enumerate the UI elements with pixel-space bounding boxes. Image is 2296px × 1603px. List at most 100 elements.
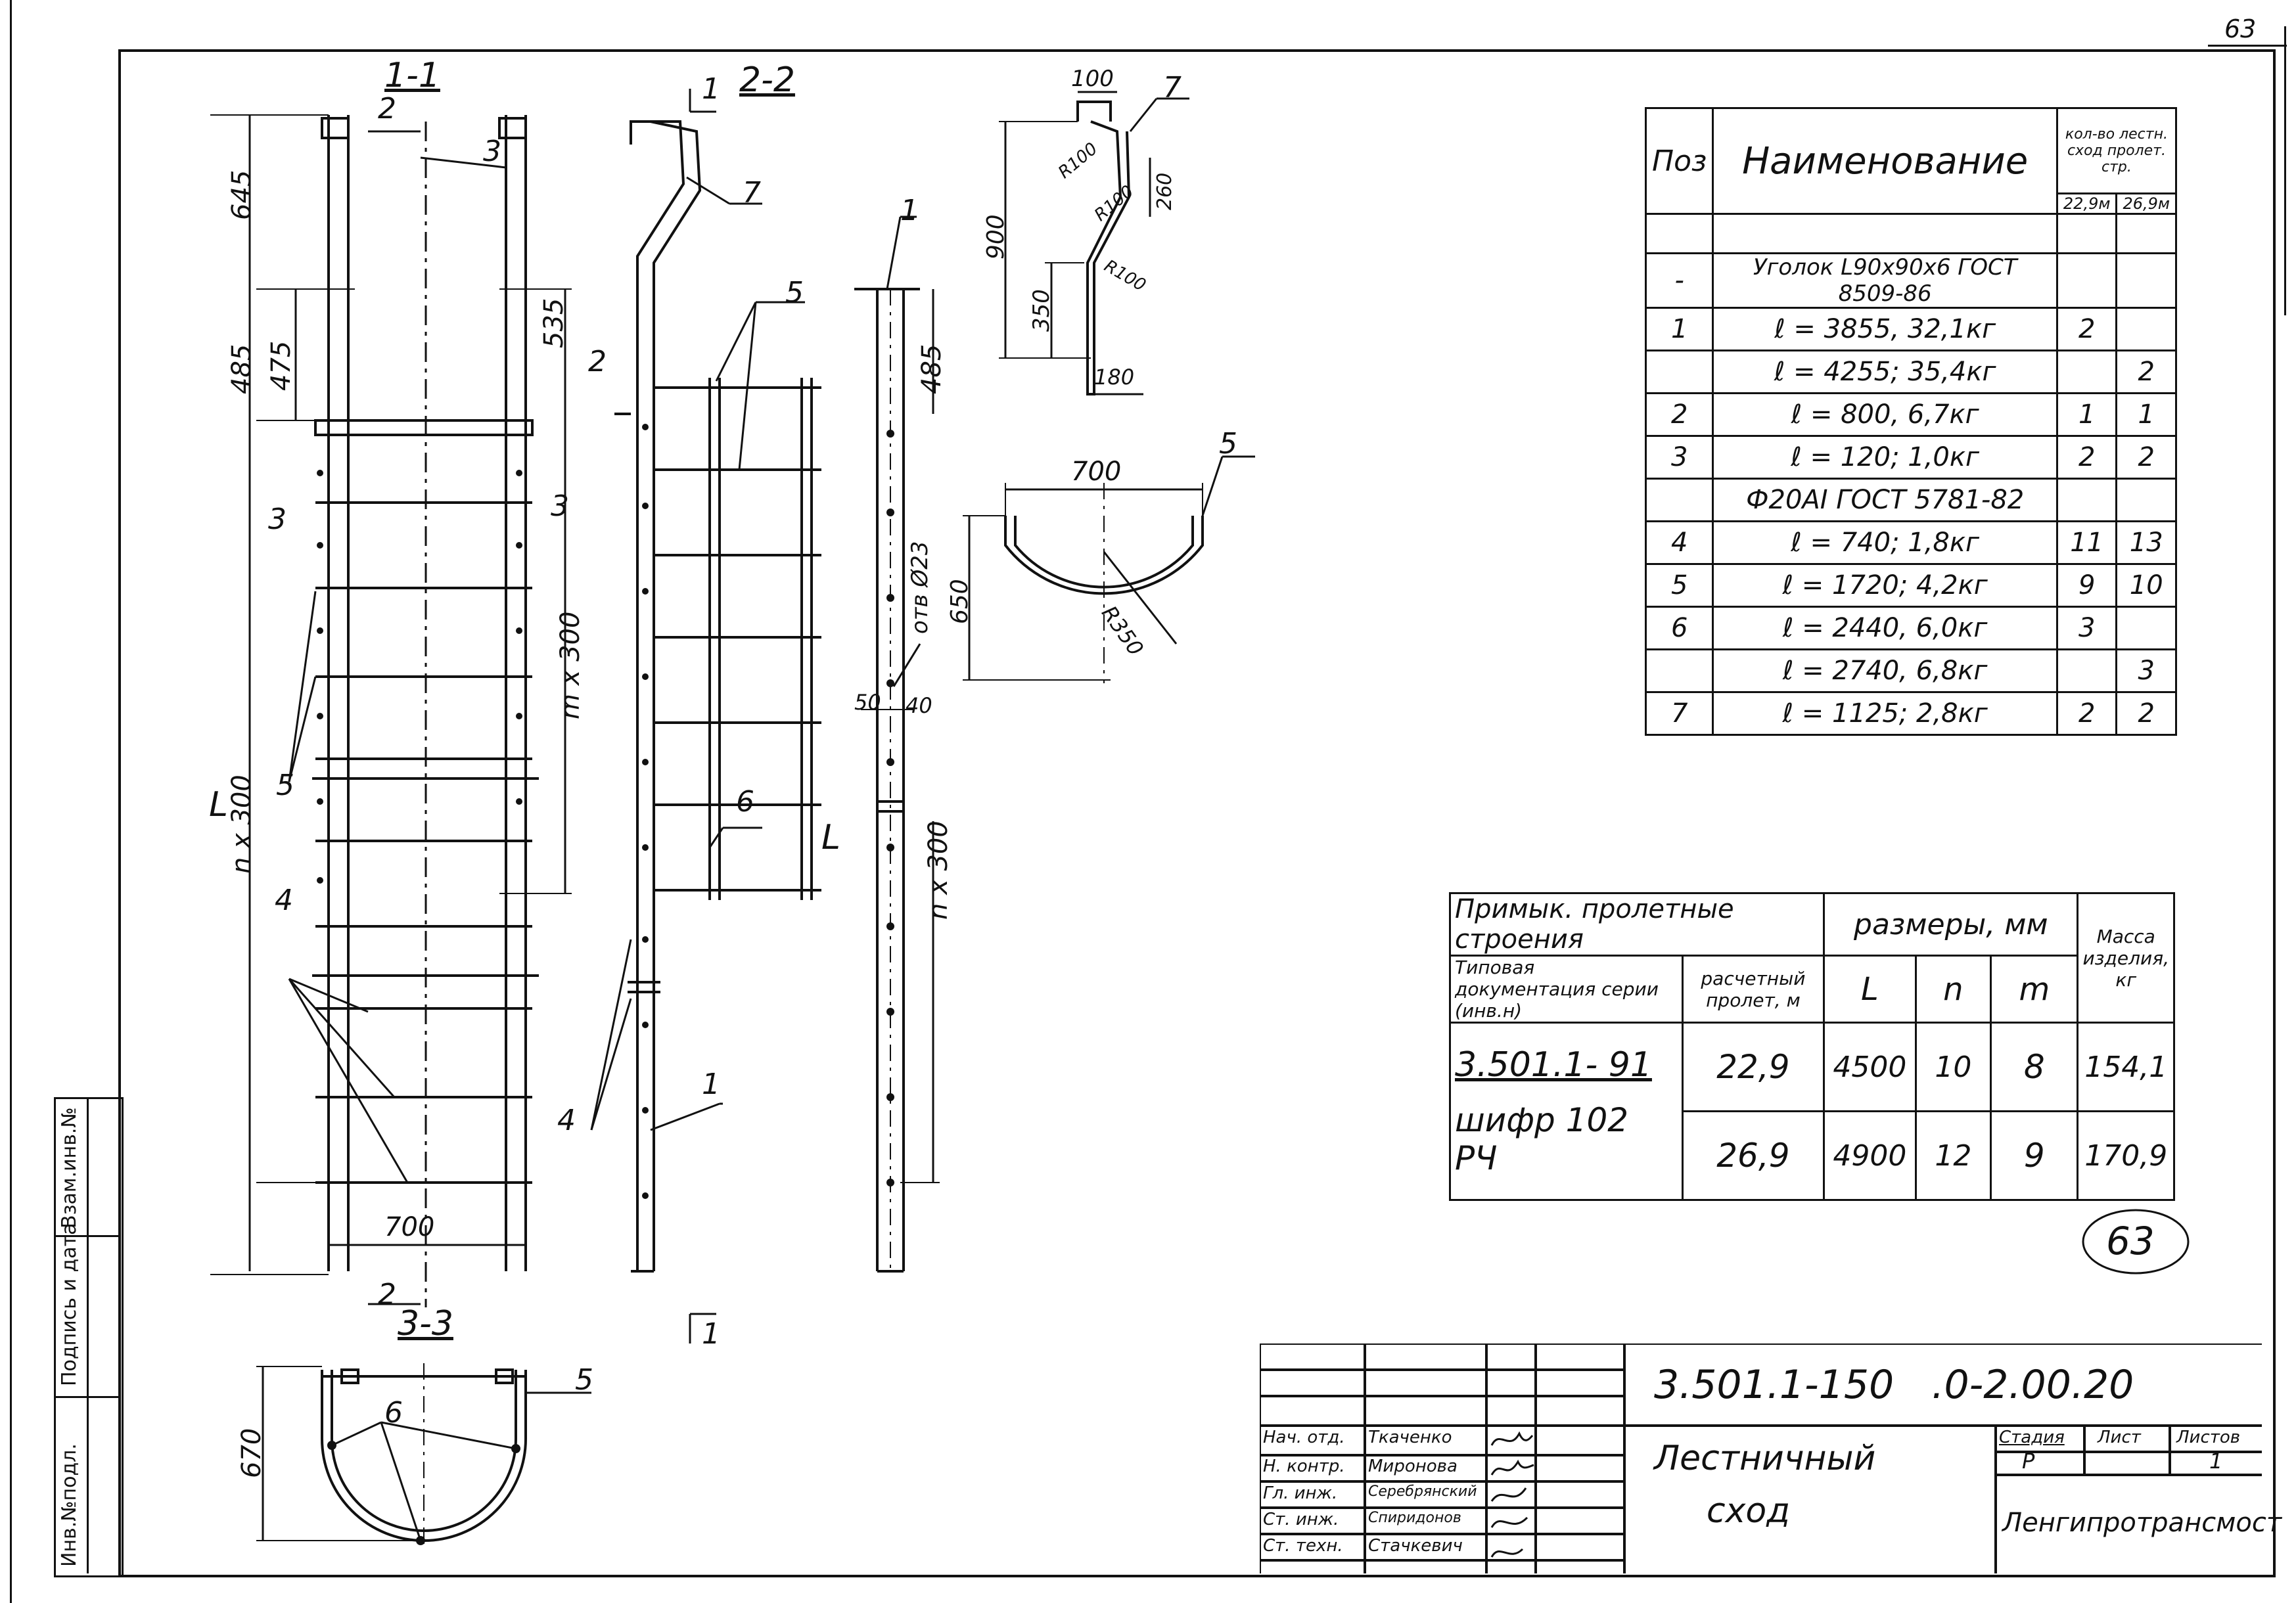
organization: Ленгипротрансмост (2002, 1508, 2282, 1538)
cut-1-top-label: 1 (702, 72, 720, 106)
section-2-2-title: 2-2 (739, 60, 795, 100)
inv-orig-label: Инв.№подл. (58, 1443, 81, 1567)
left-binding-line (10, 0, 12, 1603)
callout-1-view2: 1 (702, 1068, 720, 1101)
table-row: ℓ = 4255; 35,4кг 2 (1644, 350, 2177, 394)
span-b-header: 26,9м (2115, 192, 2177, 215)
callout-4-view1: 4 (275, 884, 293, 917)
dim-100-bracket: 100 (1071, 66, 1114, 92)
cut-2-top-label: 2 (378, 92, 396, 125)
role-4: Ст. инж. (1263, 1510, 1339, 1529)
callout-4-view2: 4 (557, 1104, 576, 1137)
table-row (1644, 213, 2177, 254)
drawing-frame (118, 49, 2276, 1577)
spec-mass-header: Масса изделия, кг (2077, 892, 2175, 1024)
dim-40: 40 (906, 693, 932, 718)
table-row: -Уголок L90x90x6 ГОСТ 8509-86 (1644, 252, 2177, 309)
role-2: Н. контр. (1263, 1456, 1345, 1476)
cut-1-bottom-label: 1 (702, 1317, 720, 1351)
sheets-value: 1 (2209, 1449, 2223, 1474)
dim-L-view1: L (209, 785, 228, 824)
pos-header: Поз (1644, 107, 1714, 215)
callout-6-view3: 6 (384, 1396, 403, 1430)
spec-table: Примык. пролетные строения размеры, мм М… (1448, 892, 2175, 1201)
sheet-number-underline (2208, 45, 2287, 47)
count-header: кол-во лестн. сход пролет. стр. (2055, 107, 2178, 194)
role-3-name: Серебрянский (1368, 1483, 1477, 1500)
name-header: Наименование (1712, 107, 2058, 215)
callout-5-view1: 5 (276, 769, 294, 802)
table-row: Ф20АI ГОСТ 5781-82 (1644, 478, 2177, 522)
spec-span-header: расчетный пролет, м (1681, 955, 1825, 1024)
dim-180: 180 (1094, 365, 1135, 390)
role-1: Нач. отд. (1263, 1428, 1345, 1447)
spec-m-header: m (1990, 955, 2079, 1024)
drawing-code: 3.501.1-150 .0-2.00.20 (1654, 1362, 2134, 1408)
dim-670: 670 (237, 1428, 267, 1478)
spec-row: 3.501.1- 91 шифр 102 РЧ 22,9 4500 10 8 1… (1449, 1022, 2175, 1201)
stage-value: Р (2022, 1449, 2035, 1474)
title-block-lines (1260, 1343, 2262, 1573)
positions-table: Поз Наименование кол-во лестн. сход прол… (1644, 107, 2178, 736)
section-1-1-title: 1-1 (384, 56, 440, 95)
right-edge-line (2284, 26, 2286, 315)
sign-date-label: Подпись и дата (58, 1223, 81, 1387)
spec-doc-cell: 3.501.1- 91 шифр 102 РЧ (1449, 1022, 1684, 1201)
side-strip-sep1 (54, 1235, 120, 1237)
callout-5-hoop: 5 (1219, 427, 1237, 461)
role-1-name: Ткаченко (1368, 1428, 1452, 1447)
spec-group-header: Примык. пролетные строения (1448, 892, 1825, 957)
side-strip-divider (87, 1097, 89, 1573)
callout-6-view2: 6 (736, 785, 754, 819)
sheets-header: Листов (2176, 1428, 2241, 1447)
spec-doc-header: Типовая документация серии (инв.н) (1449, 955, 1684, 1024)
role-5-name: Стачкевич (1368, 1536, 1463, 1556)
dim-L-view2: L (821, 818, 840, 857)
side-strip-sep2 (54, 1396, 120, 1398)
drawing-name-line1: Лестничный (1654, 1439, 1876, 1478)
signatures (1490, 1431, 1534, 1558)
doc-code: шифр 102 РЧ (1455, 1101, 1629, 1177)
cut-3-left-label: 3 (268, 503, 287, 536)
role-4-name: Спиридонов (1368, 1510, 1461, 1526)
role-2-name: Миронова (1368, 1456, 1458, 1476)
inv-repl-label: Взам.инв.№ (58, 1107, 81, 1229)
spec-dims-header: размеры, мм (1823, 892, 2079, 957)
section-3-3-title: 3-3 (398, 1304, 453, 1343)
drawing-name-line2: сход (1707, 1491, 1791, 1531)
callout-1-angle: 1 (900, 194, 919, 227)
dim-50: 50 (854, 690, 881, 715)
role-3: Гл. инж. (1263, 1483, 1338, 1503)
stage-header: Стадия (1999, 1428, 2065, 1447)
title-block: 3.501.1-150 .0-2.00.20 Лестничный сход С… (1260, 1343, 2282, 1573)
callout-7: 7 (743, 176, 761, 210)
sheet-header: Лист (2098, 1428, 2141, 1447)
callout-5-view2: 5 (785, 276, 804, 309)
table-row: ℓ = 2740, 6,8кг 3 (1644, 648, 2177, 693)
callout-5-view3: 5 (575, 1363, 593, 1397)
stamp-number: 63 (2106, 1219, 2155, 1263)
role-5: Ст. техн. (1263, 1536, 1343, 1556)
stamp-circle (2082, 1209, 2190, 1275)
callout-3: 3 (483, 135, 501, 168)
span-a-header: 22,9м (2055, 192, 2118, 215)
spec-row: 26,9 4900 12 9 170,9 (1450, 1110, 2175, 1201)
sheet-number: 63 (2224, 14, 2257, 43)
dim-700-hoop: 700 (1071, 457, 1122, 487)
dim-700-view1: 700 (384, 1212, 435, 1242)
callout-2: 2 (588, 345, 607, 378)
spec-n-header: n (1914, 955, 1992, 1024)
spec-L-header: L (1823, 955, 1917, 1024)
cut-2-bottom-label: 2 (378, 1278, 396, 1311)
